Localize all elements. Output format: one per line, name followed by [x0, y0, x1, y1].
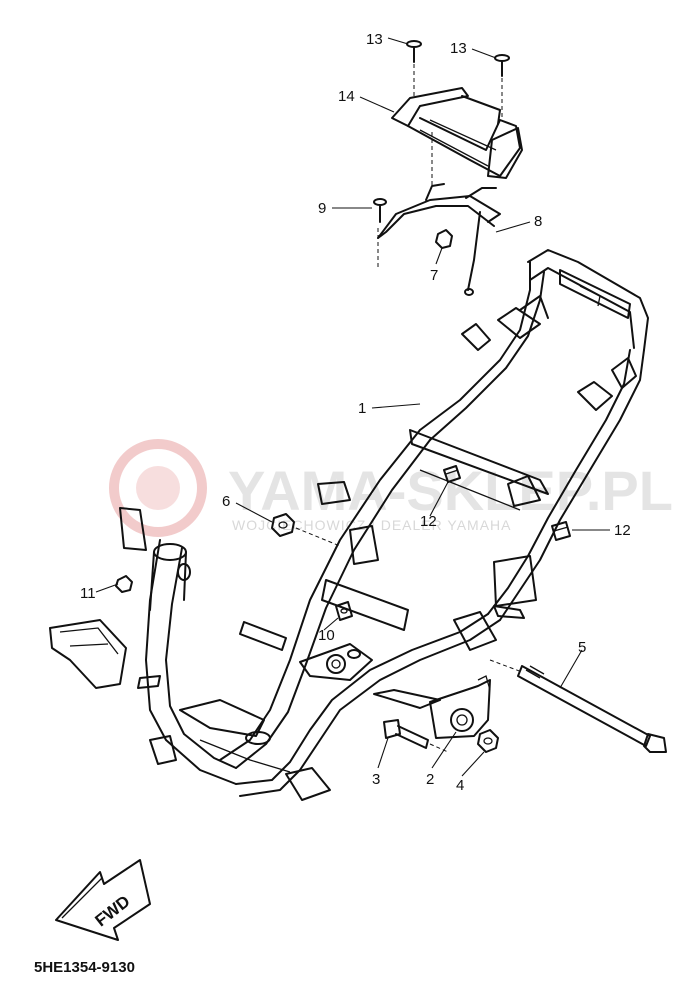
callout-4: 4: [456, 777, 464, 794]
bolt-5: [489, 659, 667, 753]
callout-14: 14: [338, 88, 355, 105]
catalog-number: 5HE1354-9130: [34, 959, 135, 976]
callout-5: 5: [578, 639, 586, 656]
grab-rack: [391, 87, 523, 186]
callout-9: 9: [318, 200, 326, 217]
callout-12-center: 12: [420, 513, 437, 530]
callout-1: 1: [358, 400, 366, 417]
callout-6: 6: [222, 493, 230, 510]
fwd-label: FWD: [91, 892, 133, 931]
watermark: YAMA-SKLEP.PL WOJCIECHOWICZ | DEALER YAM…: [109, 439, 673, 537]
callout-2: 2: [426, 771, 434, 788]
nut-4: [477, 729, 499, 753]
fwd-arrow-icon: FWD: [55, 859, 151, 941]
callouts: 13 13 14 9 8 7 1 6 12 12 11 10 5 3 2 4: [80, 31, 631, 794]
nut-6: [271, 513, 341, 547]
nut-7: [435, 229, 453, 249]
callout-3: 3: [372, 771, 380, 788]
watermark-logo: [109, 439, 207, 537]
callout-12-right: 12: [614, 522, 631, 539]
damper-10: [335, 601, 353, 621]
leader-lines: [95, 37, 610, 777]
clip-12-center: [443, 465, 461, 483]
rack-bracket: [377, 183, 501, 296]
clip-12-right: [551, 521, 571, 541]
callout-13-right: 13: [450, 40, 467, 57]
callout-10: 10: [318, 627, 335, 644]
bolt-13-left: [406, 40, 422, 96]
main-frame: [49, 249, 649, 801]
bolt-9: [373, 198, 387, 270]
callout-8: 8: [534, 213, 542, 230]
callout-13-left: 13: [366, 31, 383, 48]
callout-7: 7: [430, 267, 438, 284]
bolt-3: [383, 719, 449, 753]
bushing-2: [429, 675, 491, 739]
callout-11: 11: [80, 585, 96, 602]
watermark-subtitle: WOJCIECHOWICZ | DEALER YAMAHA: [232, 517, 511, 533]
watermark-brand: YAMA-SKLEP.PL: [228, 459, 673, 522]
nut-11: [115, 575, 133, 593]
